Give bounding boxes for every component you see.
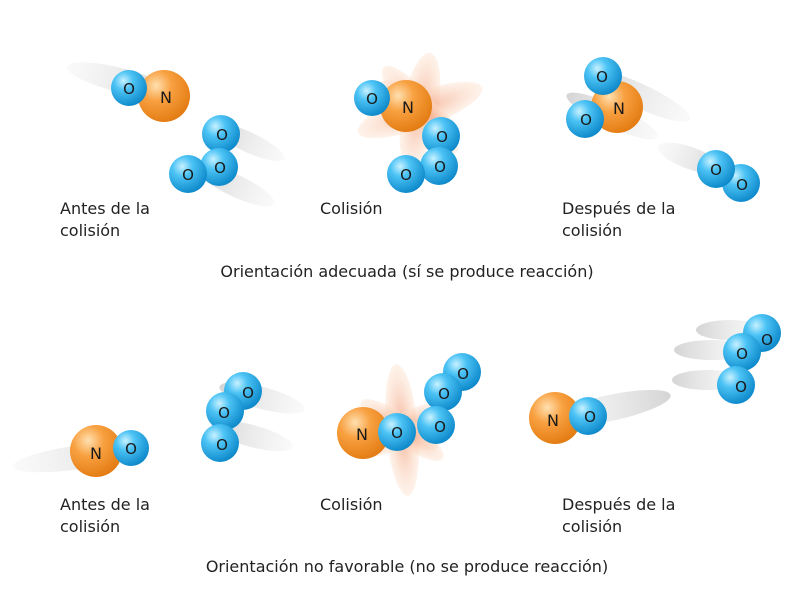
atom-label: O	[434, 418, 446, 436]
oxygen-atom	[113, 430, 149, 466]
molecule-o2-collision-2: O O O	[417, 353, 481, 444]
oxygen-atom	[202, 115, 240, 153]
oxygen-atom	[566, 100, 604, 138]
oxygen-atom	[424, 373, 462, 411]
molecule-no-collision: N O	[354, 80, 432, 132]
molecule-no-after-2: N O	[529, 392, 607, 444]
molecule-o-after: O O	[697, 150, 760, 202]
nitrogen-atom	[138, 70, 190, 122]
oxygen-atom	[378, 413, 416, 451]
molecule-no-before-2: N O	[70, 425, 149, 477]
molecule-no-before: N O	[111, 70, 190, 122]
atom-label: O	[736, 345, 748, 363]
oxygen-atom	[354, 80, 390, 116]
atom-label: O	[596, 68, 608, 86]
oxygen-atom	[201, 424, 239, 462]
oxygen-atom	[420, 147, 458, 185]
atom-label: N	[356, 425, 368, 444]
atom-label: O	[391, 424, 403, 442]
atom-label: O	[434, 158, 446, 176]
atom-label: O	[436, 128, 448, 146]
atom-label: O	[400, 166, 412, 184]
molecule-no2-after: N O O	[566, 57, 643, 138]
atom-label: O	[214, 159, 226, 177]
atom-label: O	[123, 80, 135, 98]
atom-label: O	[735, 378, 747, 396]
atom-label: O	[584, 408, 596, 426]
motion-trail	[12, 382, 305, 473]
molecule-o2-after-2: O O O	[717, 314, 781, 404]
label-collision-top: Colisión	[320, 199, 383, 218]
atom-label: N	[547, 411, 559, 430]
atom-label: O	[710, 161, 722, 179]
oxygen-atom	[417, 406, 455, 444]
atom-label: O	[366, 90, 378, 108]
nitrogen-atom	[380, 80, 432, 132]
atom-label: O	[736, 176, 748, 194]
atom-label: O	[125, 440, 137, 458]
oxygen-atom	[206, 392, 244, 430]
nitrogen-atom	[337, 407, 389, 459]
label-after-bottom: Después de la colisión	[562, 495, 676, 536]
nitrogen-atom	[70, 425, 122, 477]
molecule-o2-collision: O O O	[387, 117, 460, 193]
atom-label: O	[216, 436, 228, 454]
atom-label: O	[438, 385, 450, 403]
oxygen-atom	[422, 117, 460, 155]
oxygen-atom	[387, 155, 425, 193]
atom-label: N	[613, 99, 625, 118]
atom-label: O	[761, 331, 773, 349]
atom-label: N	[90, 444, 102, 463]
label-before-top: Antes de la colisión	[60, 199, 150, 240]
molecule-o2-before-2: O O O	[201, 372, 262, 462]
atom-label: O	[242, 384, 254, 402]
caption-bottom: Orientación no favorable (no se produce …	[205, 557, 609, 576]
oxygen-atom	[697, 150, 735, 188]
nitrogen-atom	[529, 392, 581, 444]
oxygen-atom	[200, 148, 238, 186]
oxygen-atom	[569, 397, 607, 435]
oxygen-atom	[584, 57, 622, 95]
atom-label: N	[160, 88, 172, 107]
label-before-bottom: Antes de la colisión	[60, 495, 150, 536]
atom-label: N	[402, 98, 414, 117]
molecule-o2-before: O O O	[169, 115, 240, 193]
oxygen-atom	[723, 333, 761, 371]
atom-label: O	[182, 166, 194, 184]
oxygen-atom	[717, 366, 755, 404]
label-collision-bottom: Colisión	[320, 495, 383, 514]
molecule-no-collision-2: N O	[337, 407, 416, 459]
atom-label: O	[218, 404, 230, 422]
oxygen-atom	[111, 70, 147, 106]
atom-label: O	[580, 111, 592, 129]
atom-label: O	[216, 126, 228, 144]
oxygen-atom	[169, 155, 207, 193]
atom-label: O	[457, 365, 469, 383]
label-after-top: Después de la colisión	[562, 199, 676, 240]
caption-top: Orientación adecuada (sí se produce reac…	[220, 262, 594, 281]
